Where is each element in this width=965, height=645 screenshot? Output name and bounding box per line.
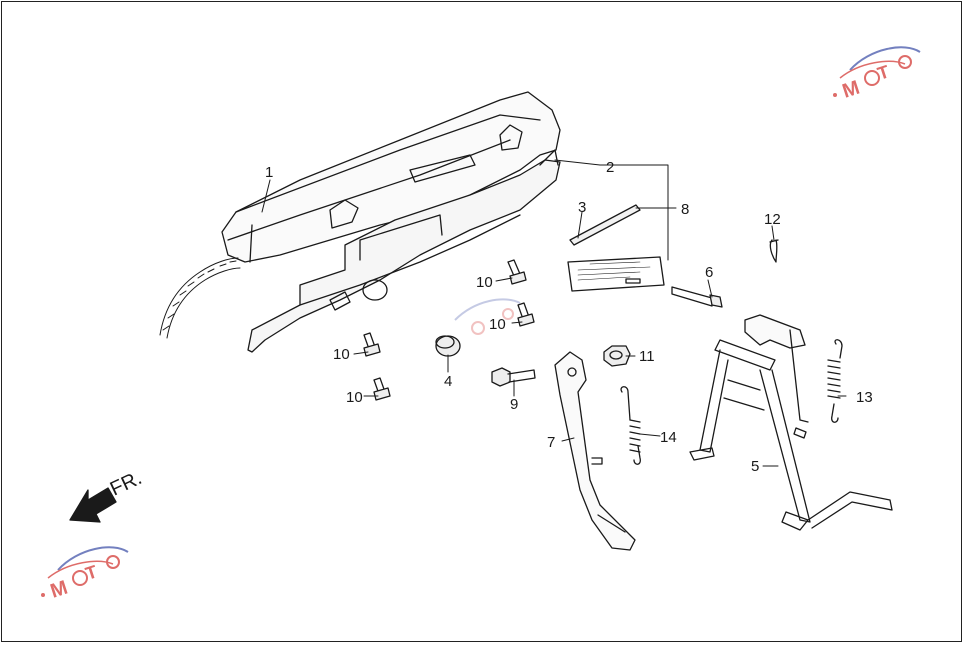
bolt-part-10: [373, 377, 391, 401]
warning-label-part-8: [567, 256, 665, 292]
callout-4: 4: [444, 373, 452, 390]
callout-10: 10: [489, 316, 506, 333]
spring-part-14: [620, 386, 641, 465]
svg-text:M: M: [48, 577, 71, 603]
callout-9: 9: [510, 396, 518, 413]
moto-watermark-logo: M T: [41, 546, 129, 603]
drive-chain: [159, 257, 241, 339]
callout-labels: 1 2 3 4 5 6 7 8 9 10 10 10 10 11 12 13 1…: [107, 159, 873, 501]
side-stand-part-7: [554, 351, 636, 551]
bolt-part-10: [507, 259, 527, 285]
callout-6: 6: [705, 264, 713, 281]
bolt-part-10: [517, 302, 535, 327]
callout-13: 13: [856, 389, 873, 406]
pivot-bolt-part-6: [671, 286, 723, 308]
callout-5: 5: [751, 458, 759, 475]
chain-guard-part: [221, 91, 561, 263]
spring-part-13: [827, 339, 843, 423]
plug-cap-part-4: [435, 335, 461, 357]
rod-part-3: [569, 204, 641, 246]
nut-part-11: [603, 345, 631, 367]
bolt-part-10: [363, 332, 381, 357]
callout-10: 10: [476, 274, 493, 291]
callout-3: 3: [578, 199, 586, 216]
callout-7: 7: [547, 434, 555, 451]
moto-watermark-logo: M T: [833, 46, 921, 103]
callout-11: 11: [639, 348, 655, 365]
callout-8: 8: [681, 201, 689, 218]
forward-arrow-icon: [69, 487, 117, 523]
moto-watermark-logo: [454, 298, 521, 335]
callout-1: 1: [265, 164, 273, 181]
svg-text:M: M: [840, 77, 863, 103]
callout-14: 14: [660, 429, 677, 446]
callout-2: 2: [606, 159, 614, 176]
leader-lines: [261, 159, 847, 467]
hex-bolt-part-9: [491, 367, 536, 387]
callout-10: 10: [333, 346, 350, 363]
cotter-pin-part-12: [769, 239, 779, 263]
callout-12: 12: [764, 211, 781, 228]
callout-10: 10: [346, 389, 363, 406]
inner-chain-case: [247, 149, 561, 353]
center-stand-part-5: [689, 314, 893, 531]
